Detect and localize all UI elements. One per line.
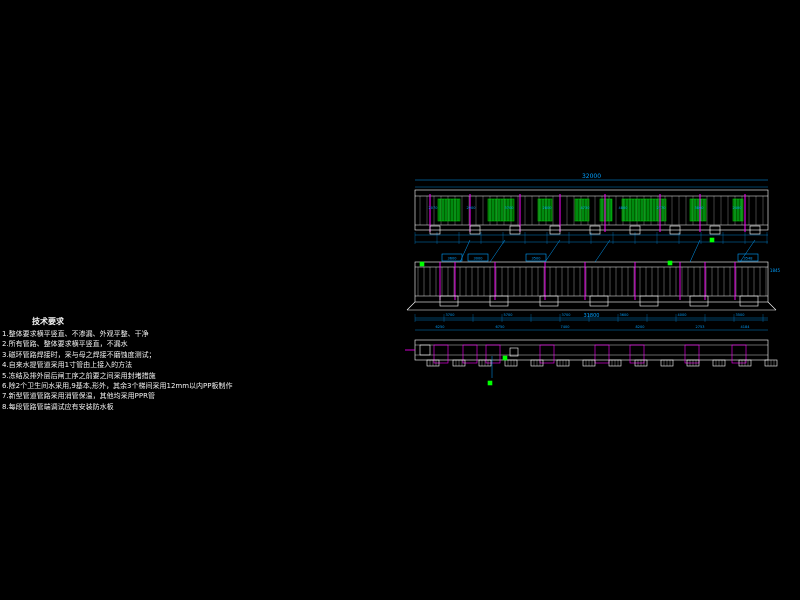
note-item-7: 7.新型管道管路采用消管保温，其他均采用PPR管 — [2, 392, 155, 401]
drawing-dimensions: 32000 2070 2900 3700 2800 4730 4800 2770 3800 240… — [429, 173, 781, 329]
top-green-block — [537, 198, 553, 222]
middle-view-frame — [414, 261, 769, 303]
middle-bottom-dim: 5700 — [504, 313, 513, 317]
bottom-accent-box — [539, 344, 555, 364]
top-segment-dim: 2070 — [429, 206, 438, 210]
bottom-accent-box — [485, 344, 501, 364]
drawing-linework — [405, 179, 778, 386]
top-green-block — [621, 198, 667, 222]
bottom-accent-box — [462, 344, 478, 364]
top-segment-dim: 4730 — [581, 206, 590, 210]
note-item-3: 3.磁环管路焊接时，采与母之焊接不磨蚀度测试； — [2, 350, 156, 359]
middle-bottom-dim: 3600 — [620, 313, 629, 317]
technical-notes: 技术要求 1.整体要求横平竖直、不渗漏、外观平整、干净 2.所有管路、整体要求横… — [0, 315, 300, 412]
middle-leader-line — [459, 239, 471, 263]
middle-tag-box — [467, 253, 489, 262]
middle-box — [489, 295, 509, 307]
middle-tag-dim: 3600 — [448, 257, 457, 261]
top-foot — [469, 225, 481, 235]
bottom-segment-dim: 8200 — [636, 325, 645, 329]
note-item-8: 8.每段管路管端调试应有安装防水板 — [2, 402, 114, 411]
top-segment-dim: 3700 — [505, 206, 514, 210]
bottom-accent-box — [629, 344, 645, 364]
middle-leader-line — [489, 239, 506, 263]
middle-box — [639, 295, 659, 307]
middle-box — [689, 295, 709, 307]
middle-leader-line — [594, 239, 611, 263]
note-item-2: 2.所有管路、整体要求横平竖直，不漏水 — [2, 340, 128, 349]
middle-bottom-dim: 3700 — [446, 313, 455, 317]
middle-tag-box — [737, 253, 759, 262]
middle-end-slope-left — [406, 301, 416, 311]
middle-box — [589, 295, 609, 307]
top-foot — [669, 225, 681, 235]
middle-tag-box — [441, 253, 463, 262]
bottom-left-detail — [419, 344, 431, 356]
top-overall-dim: 32000 — [582, 173, 601, 180]
top-segment-dim: 2800 — [543, 206, 552, 210]
green-marker — [667, 260, 673, 266]
bottom-mid-detail — [509, 347, 519, 357]
green-marker — [419, 261, 425, 267]
middle-box — [539, 295, 559, 307]
top-foot — [749, 225, 761, 235]
note-item-4: 4.自来水提管道采用1寸管由上接入的方法 — [2, 361, 133, 370]
notes-title: 技术要求 — [32, 317, 64, 326]
bottom-view-frame — [414, 339, 769, 361]
middle-bottom-dim: 4000 — [678, 313, 687, 317]
top-green-block — [574, 198, 590, 222]
top-foot — [629, 225, 641, 235]
bottom-accent-box — [433, 344, 449, 364]
note-item-6: 6.除2个卫生间水采用,9基本,形外，其余3个梯间采用12mm以内PP板制作 — [2, 382, 233, 391]
middle-end-slope-right — [767, 301, 777, 311]
top-green-block — [599, 198, 613, 222]
bottom-segment-dim: 6750 — [496, 325, 505, 329]
top-green-block — [487, 198, 515, 222]
top-foot — [549, 225, 561, 235]
top-foot — [429, 225, 441, 235]
top-foot — [509, 225, 521, 235]
middle-tag-dim: 3000 — [474, 257, 483, 261]
bottom-segment-dim: 6250 — [436, 325, 445, 329]
top-view-frame — [414, 189, 769, 231]
top-foot — [709, 225, 721, 235]
top-segment-dim: 2400 — [733, 206, 742, 210]
middle-bottom-dim: 3500 — [736, 313, 745, 317]
middle-tag-dim: 3548 — [744, 257, 753, 261]
middle-leader-line — [689, 239, 701, 263]
green-marker — [487, 380, 493, 386]
middle-tag-box — [525, 253, 547, 262]
bottom-accent-box — [594, 344, 610, 364]
middle-right-label: 1845 — [770, 268, 781, 273]
top-segment-dim: 4800 — [619, 206, 628, 210]
middle-box — [439, 295, 459, 307]
middle-leader-line — [544, 239, 561, 263]
note-item-1: 1.整体要求横平竖直、不渗漏、外观平整、干净 — [2, 330, 149, 338]
middle-bottom-dim: 3700 — [562, 313, 571, 317]
bottom-accent-box — [684, 344, 700, 364]
top-segment-dim: 2770 — [657, 206, 666, 210]
bottom-segment-dim: 2753 — [696, 325, 705, 329]
bottom-segment-dim: 7400 — [561, 325, 570, 329]
green-marker — [709, 237, 715, 243]
bottom-overall-dim: 31800 — [584, 313, 600, 319]
middle-box — [739, 295, 759, 307]
note-item-5: 5.冻结及排外层后闸工序之前要之间采用封堵措施 — [2, 371, 156, 380]
top-segment-dim: 2900 — [467, 206, 476, 210]
top-segment-dim: 3800 — [695, 206, 704, 210]
bottom-segment-dim: 4184 — [741, 325, 751, 329]
middle-leader-line — [739, 239, 756, 263]
top-foot — [589, 225, 601, 235]
middle-tag-dim: 3500 — [532, 257, 541, 261]
green-marker — [502, 355, 508, 361]
